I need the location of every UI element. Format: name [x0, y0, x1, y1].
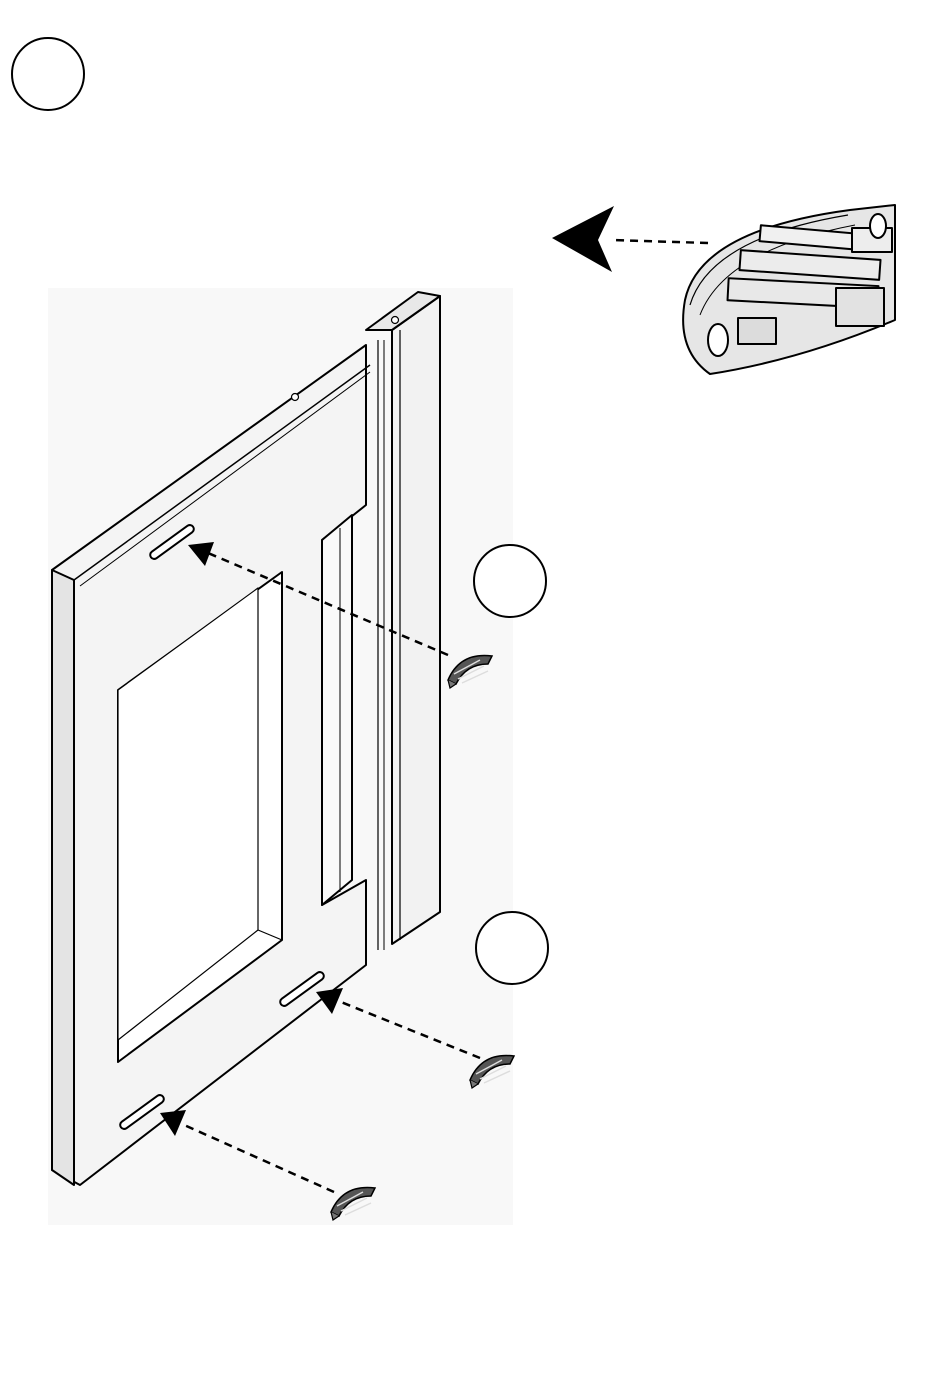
- callout-circle-b: [476, 912, 548, 984]
- panel-side-rail: [392, 296, 440, 944]
- step-number-circle: [12, 38, 84, 110]
- panel-edge-strip: [52, 570, 74, 1185]
- clip-detail-icon: [683, 205, 895, 374]
- callout-circle-a: [474, 545, 546, 617]
- arrow-line-detail: [612, 240, 708, 243]
- panel-slot-opening: [322, 515, 352, 905]
- arrow-icon: [552, 206, 614, 272]
